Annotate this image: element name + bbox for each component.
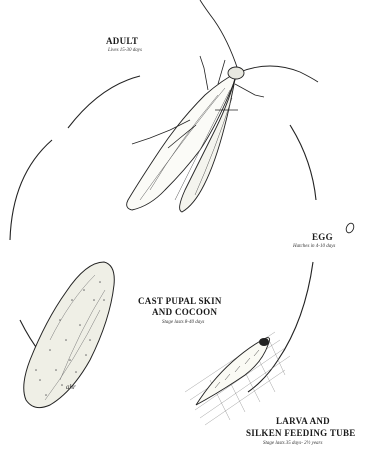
cocoon-title-line1: CAST PUPAL SKIN: [138, 296, 222, 306]
cocoon-title-line2: AND COCOON: [152, 307, 217, 317]
cocoon-duration: Stage lasts 8-40 days: [162, 320, 204, 326]
egg-shape: [345, 222, 356, 234]
larva-title-line1: LARVA AND: [276, 416, 330, 426]
larva-shape: [185, 332, 290, 425]
adult-title: ADULT: [106, 36, 138, 46]
larva-title-line2: SILKEN FEEDING TUBE: [246, 428, 356, 438]
adult-moth: [127, 56, 264, 212]
adult-duration: Lives 15-30 days: [108, 48, 142, 54]
artist-signature: ahr: [66, 384, 76, 390]
antenna-lines: [200, 0, 318, 82]
egg-duration: Hatches in 4-10 days: [293, 244, 335, 250]
egg-title: EGG: [312, 232, 333, 242]
larva-duration: Stage lasts 35 days- 2½ years: [263, 441, 322, 447]
